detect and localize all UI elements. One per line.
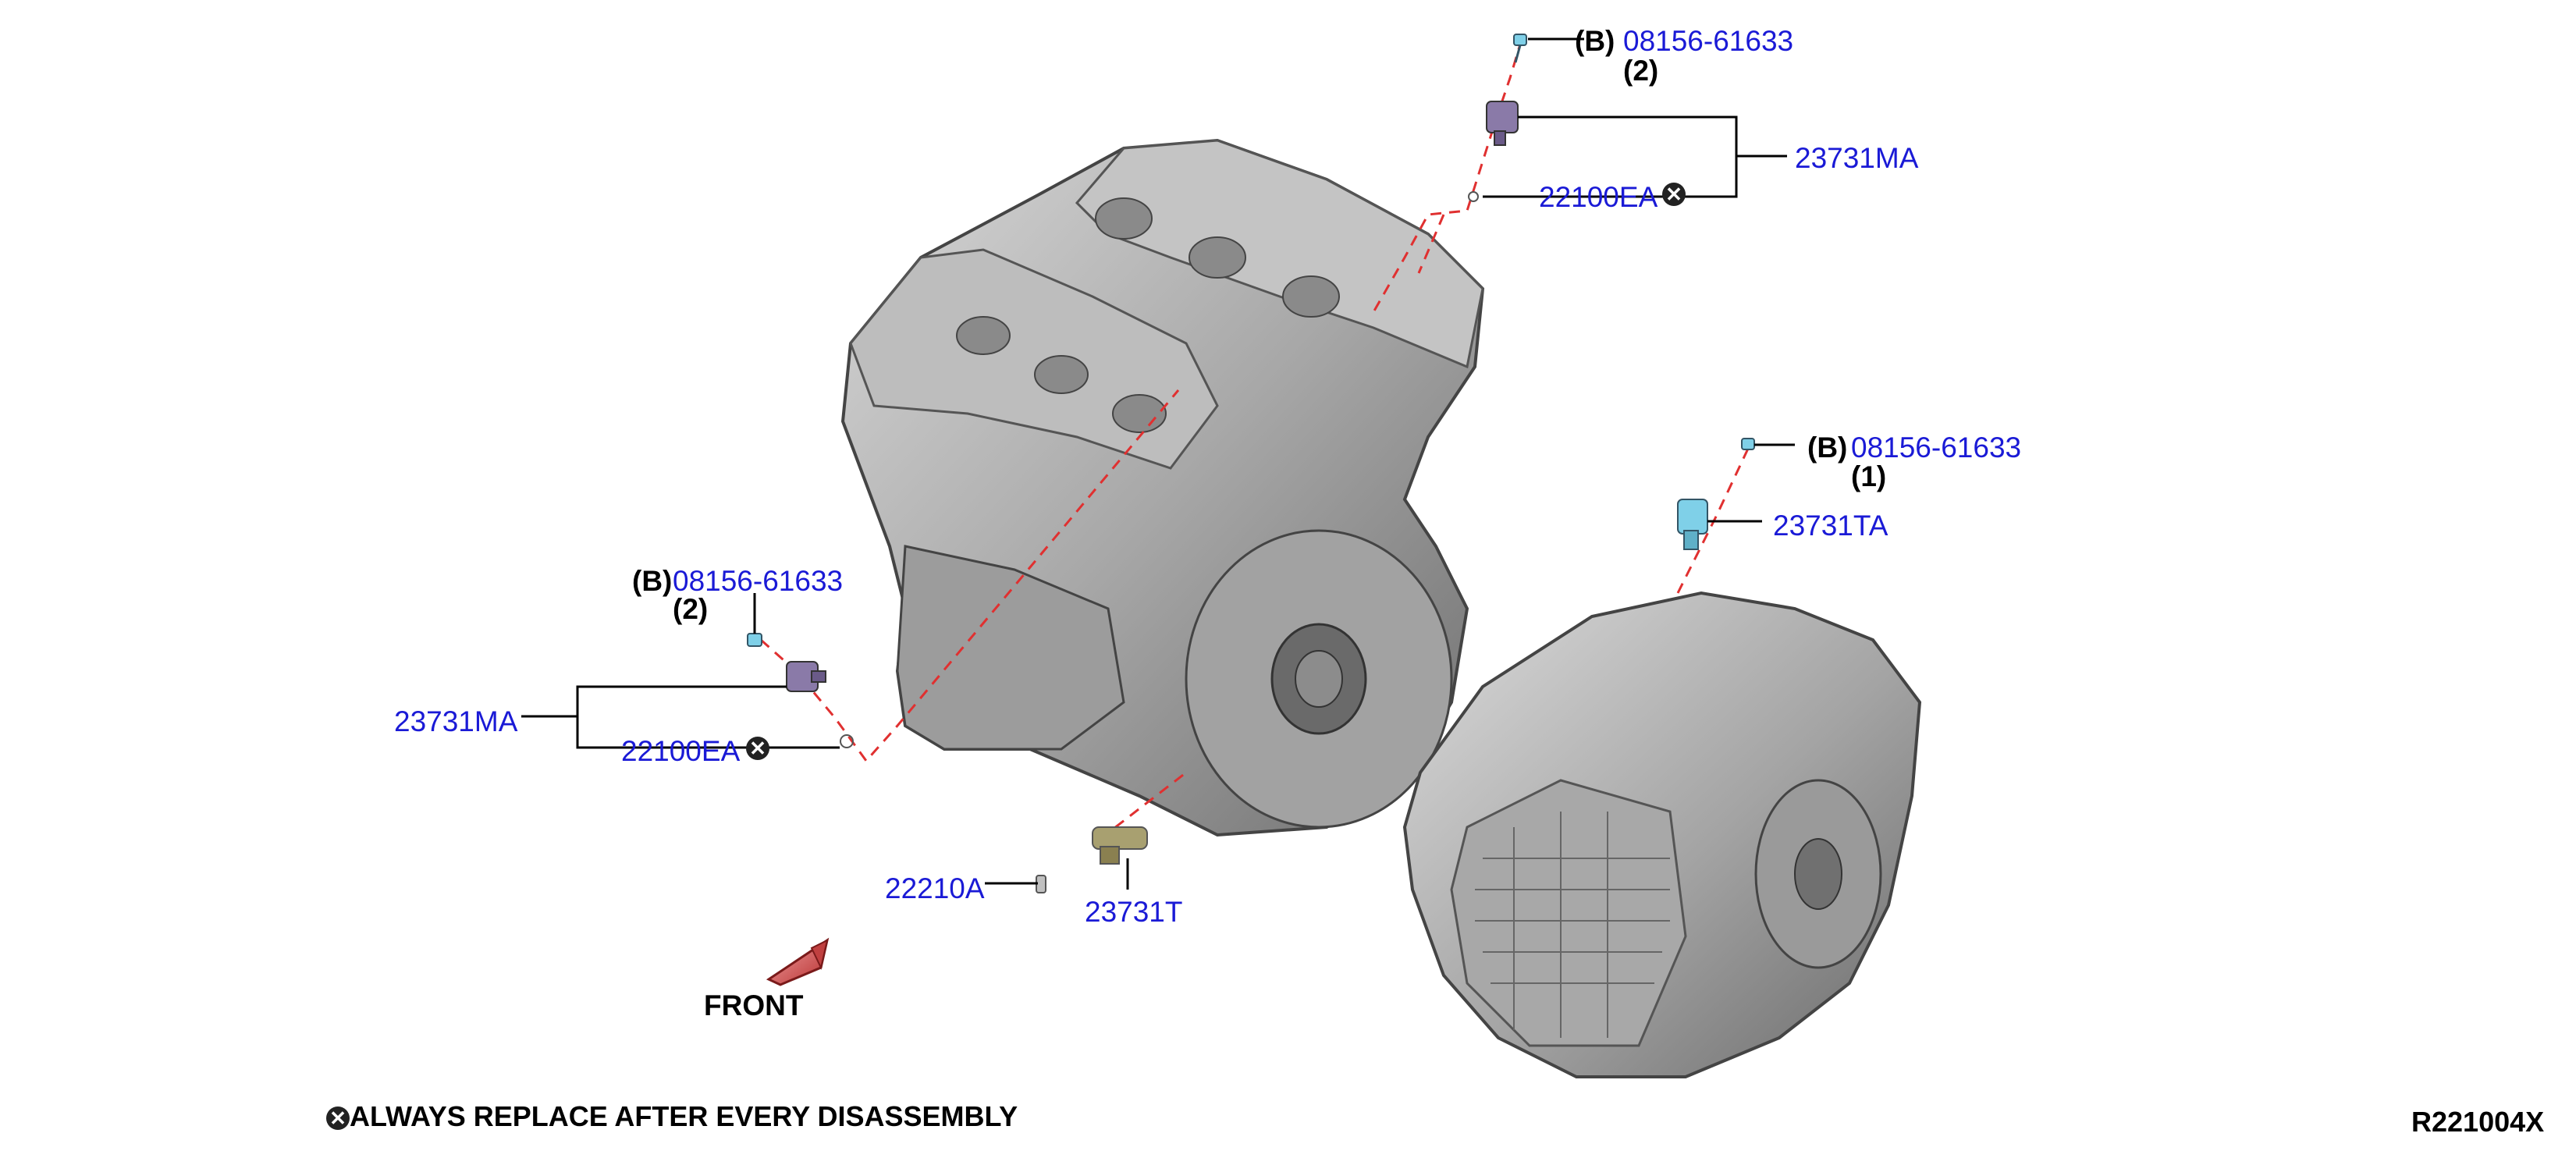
top-oring-part [1468, 191, 1479, 202]
left-sensor-part-number[interactable]: 23731MA [394, 705, 518, 737]
crank-sensor-part-number[interactable]: 23731T [1085, 896, 1183, 928]
front-label: FRONT [704, 989, 804, 1021]
left-oring-part [840, 734, 854, 748]
left-bolt-quantity: (2) [673, 593, 709, 625]
replace-mark-icon: ✕ [326, 1106, 350, 1131]
left-oring-part-number[interactable]: 22100EA [621, 735, 741, 767]
footer-note-text: ALWAYS REPLACE AFTER EVERY DISASSEMBLY [350, 1100, 1018, 1132]
front-arrow-icon [766, 937, 830, 986]
transmission-case [1402, 591, 1922, 1078]
left-cam-sensor-part [786, 661, 826, 692]
replace-mark-icon: ✕ [1662, 183, 1686, 206]
top-cam-sensor-part [1486, 101, 1519, 146]
top-bolt-quantity: (2) [1623, 55, 1659, 87]
left-bolt-tag: (B) [632, 565, 673, 597]
right-bolt-part [1741, 438, 1755, 450]
top-bolt-tag: (B) [1575, 25, 1615, 57]
top-sensor-part-number[interactable]: 23731MA [1795, 142, 1919, 174]
right-sensor-part [1677, 499, 1708, 550]
right-bolt-tag: (B) [1807, 432, 1848, 464]
top-oring-part-number[interactable]: 22100EA [1539, 181, 1658, 213]
leader-lines [521, 37, 1795, 890]
engine-block [840, 138, 1485, 837]
left-bolt-part [747, 633, 762, 647]
crank-bolt-part-number[interactable]: 22210A [885, 872, 985, 904]
right-sensor-part-number[interactable]: 23731TA [1773, 510, 1888, 542]
right-bolt-part-number[interactable]: 08156-61633 [1851, 432, 2022, 464]
footer-note: ✕ALWAYS REPLACE AFTER EVERY DISASSEMBLY [326, 1103, 1018, 1131]
top-bolt-part [1513, 34, 1527, 63]
top-bolt-part-number[interactable]: 08156-61633 [1623, 25, 1794, 57]
crank-sensor-part [1092, 826, 1148, 865]
right-bolt-quantity: (1) [1851, 460, 1887, 492]
diagram-code: R221004X [2411, 1106, 2545, 1138]
replace-mark-icon: ✕ [746, 737, 769, 760]
left-bolt-part-number[interactable]: 08156-61633 [673, 565, 844, 597]
